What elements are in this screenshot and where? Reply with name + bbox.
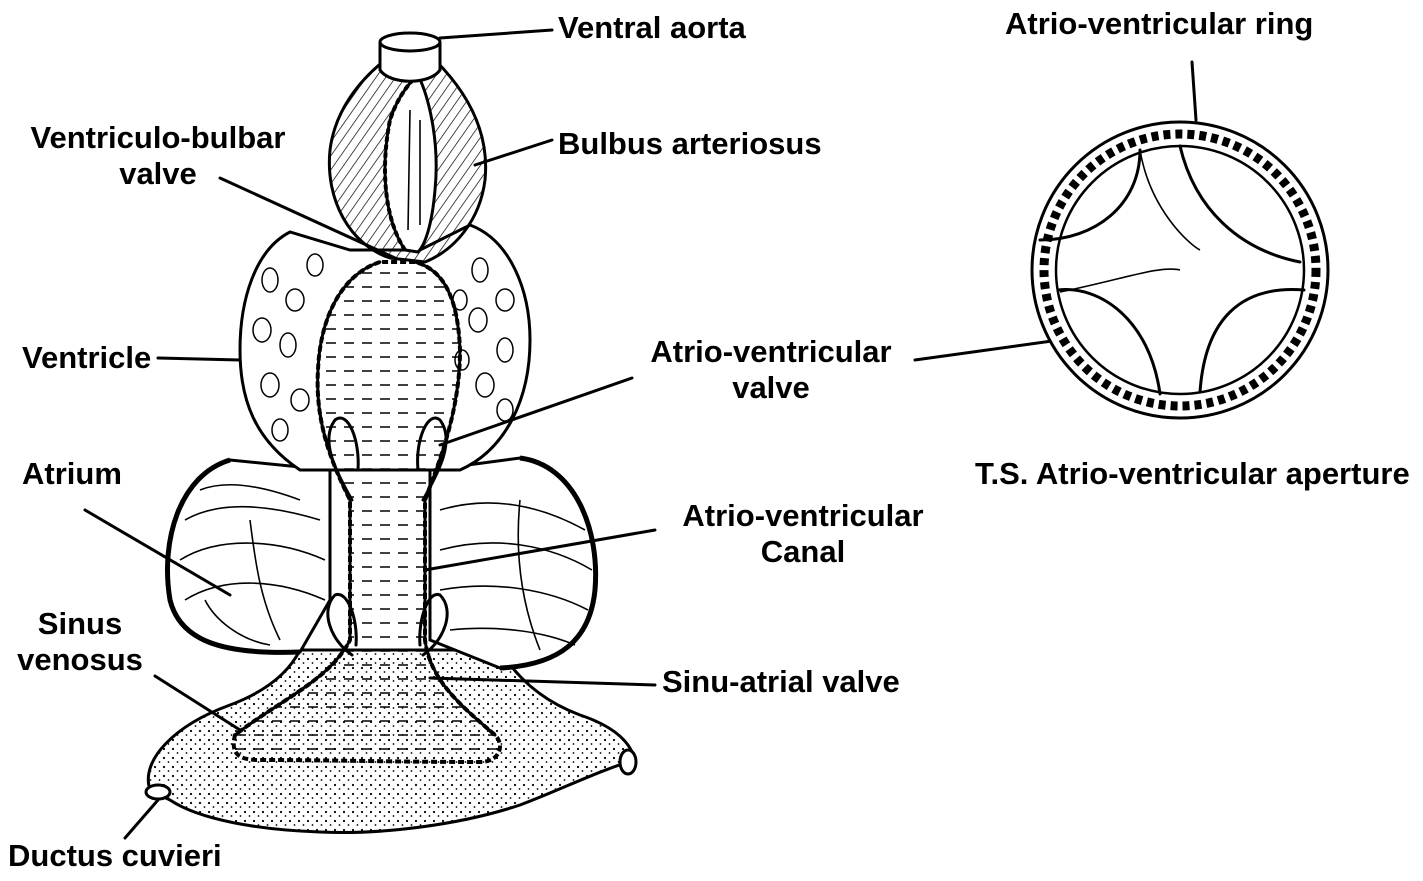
label-ventriculo-bulbar-valve-line1: Ventriculo-bulbar [30,120,286,156]
label-sinus-venosus: Sinus venosus [10,606,150,678]
atrium-right-shape [430,458,596,668]
label-ventriculo-bulbar-valve-line2: valve [30,156,286,192]
label-ventricle: Ventricle [22,340,151,376]
label-ts-caption: T.S. Atrio-ventricular aperture [975,456,1410,492]
label-ventral-aorta: Ventral aorta [558,10,746,46]
bulbus-arteriosus-shape [329,60,485,262]
label-ventriculo-bulbar-valve: Ventriculo-bulbar valve [30,120,286,192]
label-atrio-ventricular-canal: Atrio-ventricular Canal [672,498,934,570]
label-bulbus-arteriosus: Bulbus arteriosus [558,126,822,162]
label-atrio-ventricular-valve-line2: valve [640,370,902,406]
label-atrio-ventricular-canal-line2: Canal [672,534,934,570]
ductus-cuvieri-opening-right [620,750,636,774]
label-sinus-venosus-line1: Sinus [10,606,150,642]
label-atrio-ventricular-valve: Atrio-ventricular valve [640,334,902,406]
atrium-left-shape [168,460,331,652]
ventral-aorta-shape [380,33,440,81]
label-atrio-ventricular-canal-line1: Atrio-ventricular [672,498,934,534]
atrio-ventricular-ring-shape [1032,122,1328,418]
label-ductus-cuvieri: Ductus cuvieri [8,838,222,874]
label-sinu-atrial-valve: Sinu-atrial valve [662,664,900,700]
label-atrio-ventricular-ring: Atrio-ventricular ring [1005,6,1313,42]
label-atrio-ventricular-valve-line1: Atrio-ventricular [640,334,902,370]
label-atrium: Atrium [22,456,122,492]
label-sinus-venosus-line2: venosus [10,642,150,678]
ductus-cuvieri-opening-left [146,785,170,799]
